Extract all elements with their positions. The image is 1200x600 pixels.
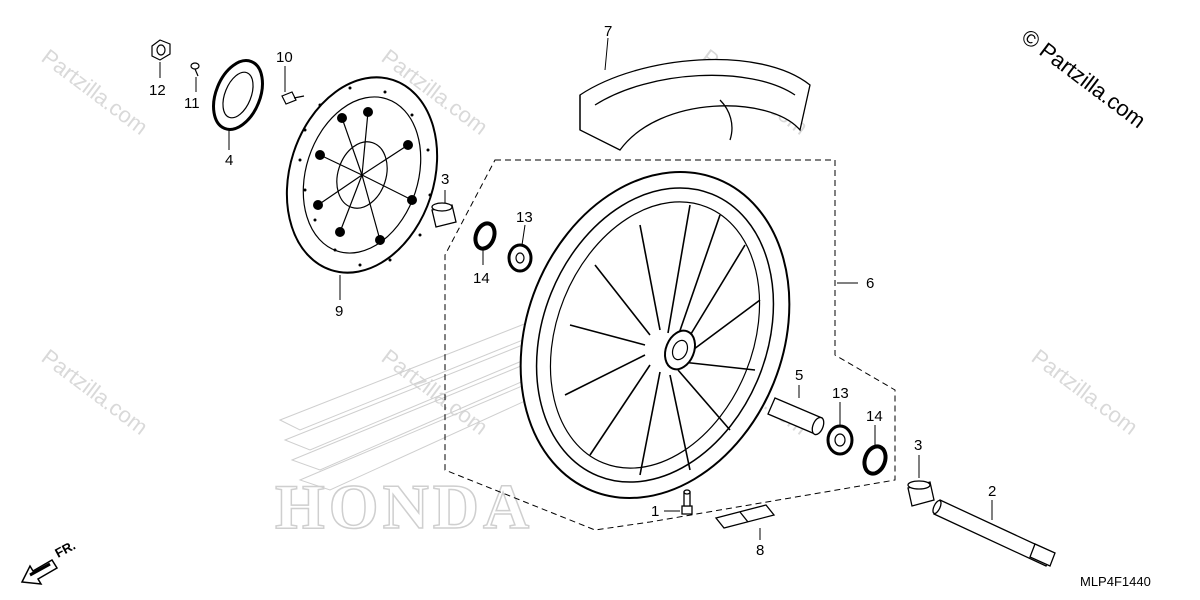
valve-icon xyxy=(681,489,693,515)
dust-seal-icon xyxy=(473,221,497,251)
diagram-code: MLP4F1440 xyxy=(1080,574,1151,589)
collar-icon xyxy=(907,480,935,507)
watermark-text: Partzilla.com xyxy=(1027,344,1143,440)
axle-icon xyxy=(932,499,1056,567)
leader-lines xyxy=(159,37,993,540)
dust-seal-icon xyxy=(862,444,888,476)
watermark-text: Partzilla.com xyxy=(37,44,153,140)
screw-icon xyxy=(190,62,200,77)
callout-4: 4 xyxy=(225,152,233,169)
balance-weight-icon xyxy=(714,504,776,529)
callout-10: 10 xyxy=(276,49,293,66)
callout-12: 12 xyxy=(149,82,166,99)
nut-icon xyxy=(151,39,171,61)
callout-3b: 3 xyxy=(914,437,922,454)
bearing-icon xyxy=(507,243,533,273)
brake-disc-icon xyxy=(285,76,439,274)
callout-9: 9 xyxy=(335,303,343,320)
callout-3a: 3 xyxy=(441,171,449,188)
honda-logo-text: HONDA xyxy=(275,471,533,542)
callout-2: 2 xyxy=(988,483,996,500)
callout-13a: 13 xyxy=(516,209,533,226)
callout-labels: 7 6 5 13 14 3 2 1 8 9 4 10 11 12 3 13 14 xyxy=(149,23,996,559)
front-indicator-label: FR. xyxy=(52,538,78,561)
callout-1: 1 xyxy=(651,503,659,520)
watermark-text: Partzilla.com xyxy=(37,344,153,440)
honda-logo: HONDA xyxy=(274,309,561,543)
copyright-text: © Partzilla.com xyxy=(1017,24,1150,133)
callout-8: 8 xyxy=(756,542,764,559)
distance-collar-icon xyxy=(767,397,825,436)
bearing-icon xyxy=(826,424,854,456)
callout-7: 7 xyxy=(604,23,612,40)
tire xyxy=(579,58,811,151)
wheel-icon xyxy=(519,171,791,499)
callout-6: 6 xyxy=(866,275,874,292)
copyright-watermark: © Partzilla.com xyxy=(1017,24,1150,133)
front-arrow-icon: FR. xyxy=(20,538,78,585)
bolt-icon xyxy=(281,91,305,105)
callout-5: 5 xyxy=(795,367,803,384)
collar-icon xyxy=(431,202,457,228)
callout-13b: 13 xyxy=(832,385,849,402)
callout-14b: 14 xyxy=(866,408,883,425)
pulser-ring-icon xyxy=(212,59,264,131)
callout-11: 11 xyxy=(184,95,200,112)
callout-14a: 14 xyxy=(473,270,490,287)
